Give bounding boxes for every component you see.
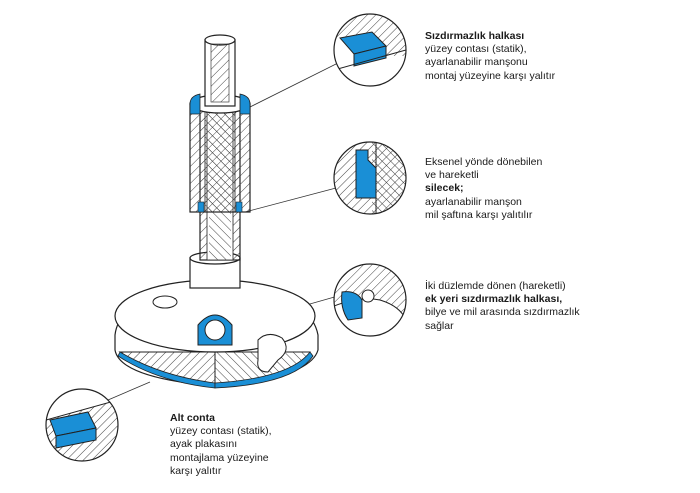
detail-circle-wiper xyxy=(333,141,407,215)
callout-line: mil şaftına karşı yalıtılır xyxy=(425,208,533,221)
detail-circle-base-seal xyxy=(45,388,119,462)
callout-title: Sızdırmazlık halkası xyxy=(425,30,525,42)
callout-wiper: Eksenel yönde dönebilen ve hareketli sil… xyxy=(425,156,542,222)
callout-line: ve hareketli xyxy=(425,169,479,182)
detail-circle-sealing-ring xyxy=(333,13,407,87)
callout-line: yüzey contası (statik), xyxy=(425,43,527,56)
callout-line: montajlama yüzeyine xyxy=(170,451,269,464)
callout-line: ayak plakasını xyxy=(170,438,238,451)
callout-line: yüzey contası (statik), xyxy=(170,425,272,438)
callout-line: Eksenel yönde dönebilen xyxy=(425,156,543,168)
callout-line: karşı yalıtır xyxy=(170,464,222,477)
callout-title: silecek; xyxy=(425,182,464,195)
callout-line: bilye ve mil arasında sızdırmazlık xyxy=(425,306,580,319)
base-plate xyxy=(114,279,319,389)
callout-title: Alt conta xyxy=(170,412,215,424)
callout-joint-seal: İki düzlemde dönen (hareketli) ek yeri s… xyxy=(425,280,580,333)
callout-line: sağlar xyxy=(425,319,454,332)
callout-base-seal: Alt conta yüzey contası (statik), ayak p… xyxy=(170,412,272,478)
callout-line: İki düzlemde dönen (hareketli) xyxy=(425,280,566,292)
callout-sealing-ring: Sızdırmazlık halkası yüzey contası (stat… xyxy=(425,30,555,83)
callout-line: ayarlanabilir manşon xyxy=(425,195,522,208)
callout-line: montaj yüzeyine karşı yalıtır xyxy=(425,69,556,82)
callout-line: ayarlanabilir manşonu xyxy=(425,56,528,69)
detail-circle-joint-seal xyxy=(333,263,407,337)
spindle xyxy=(189,34,251,289)
callout-title: ek yeri sızdırmazlık halkası, xyxy=(425,293,563,306)
